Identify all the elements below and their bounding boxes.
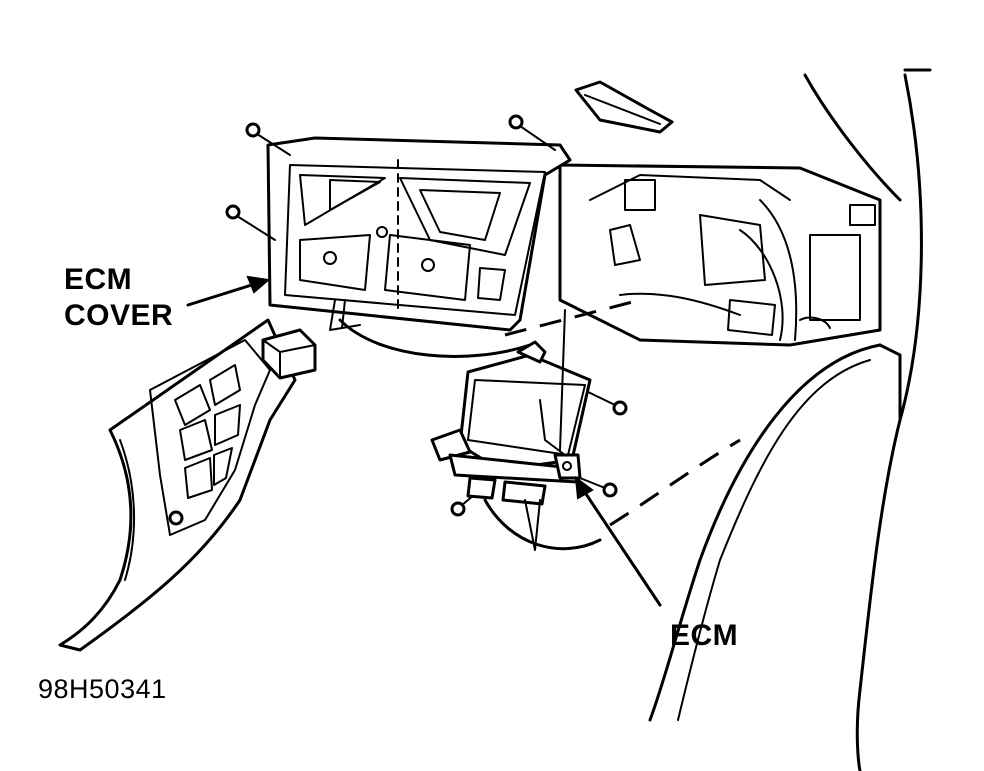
detail-arc-upper: [338, 318, 532, 358]
ecm-module: [430, 340, 592, 506]
detail-dashed-line-lower: [609, 438, 741, 527]
figure-code: 98H50341: [38, 674, 167, 704]
ecm-cover-label-line1: ECM: [64, 263, 133, 296]
ecm-cover: [266, 136, 572, 332]
detail-arc-lower: [483, 498, 602, 551]
detail-pointer-lines: [524, 499, 541, 551]
kick-panel: [58, 318, 317, 652]
ecm-label: ECM: [670, 619, 739, 652]
dash-vent: [574, 80, 674, 134]
leader-arrow-ecm: [574, 475, 662, 607]
leader-arrow-ecm-cover: [186, 275, 271, 307]
detail-dashed-line-upper: [504, 298, 641, 337]
dashboard-side-panel: [648, 68, 932, 771]
ecm-connector-line: [559, 309, 566, 451]
under-dash-bracket: [558, 163, 882, 347]
ecm-cover-label-line2: COVER: [64, 299, 174, 332]
